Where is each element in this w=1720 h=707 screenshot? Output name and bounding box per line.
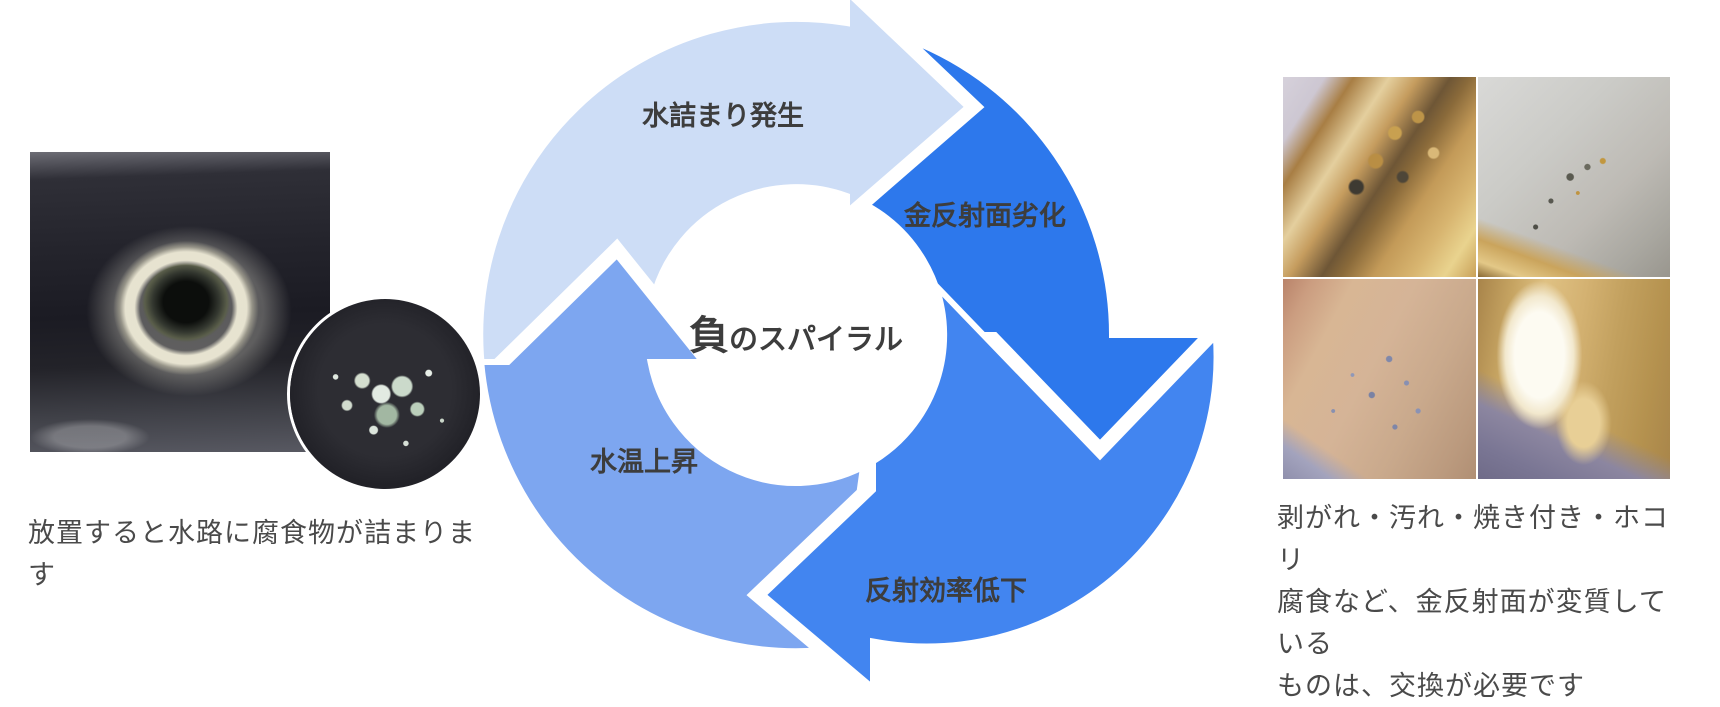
right-caption: 剥がれ・汚れ・焼き付き・ホコリ 腐食など、金反射面が変質している ものは、交換が… [1277, 503, 1669, 701]
cycle-segment-water-clogging [477, 0, 973, 382]
photo-clogged-water-channel [30, 152, 330, 452]
left-caption: 放置すると水路に腐食物が詰まります [28, 518, 476, 590]
cycle-center-title-emphasis: 負 [689, 314, 729, 358]
photo-gold-surface-dust [1478, 77, 1670, 277]
photo-corrosion-debris [290, 299, 480, 489]
stage-label-water-temp-rise: 水温上昇 [590, 447, 698, 477]
negative-spiral-cycle-diagram: 水詰まり発生 金反射面劣化 反射効率低下 水温上昇 負のスパイラル [477, 0, 1220, 695]
cycle-center-title-rest: のスパイラル [729, 324, 903, 356]
cycle-segment-reflection-loss [758, 283, 1220, 695]
photo-gold-surface-corrosion-spots [1283, 279, 1476, 479]
cycle-segment-gold-degradation [861, 36, 1213, 449]
photo-gold-surface-peeling [1283, 77, 1476, 277]
degraded-reflector-photo-grid [1283, 77, 1672, 479]
photo-gold-surface-burn-in [1478, 279, 1670, 479]
stage-label-gold-degradation: 金反射面劣化 [903, 200, 1066, 231]
stage-label-reflection-loss: 反射効率低下 [865, 575, 1027, 606]
stage-label-water-clogging: 水詰まり発生 [642, 100, 804, 131]
cycle-center-title: 負のスパイラル [689, 314, 903, 358]
cycle-segment-water-temp-rise [477, 250, 867, 655]
